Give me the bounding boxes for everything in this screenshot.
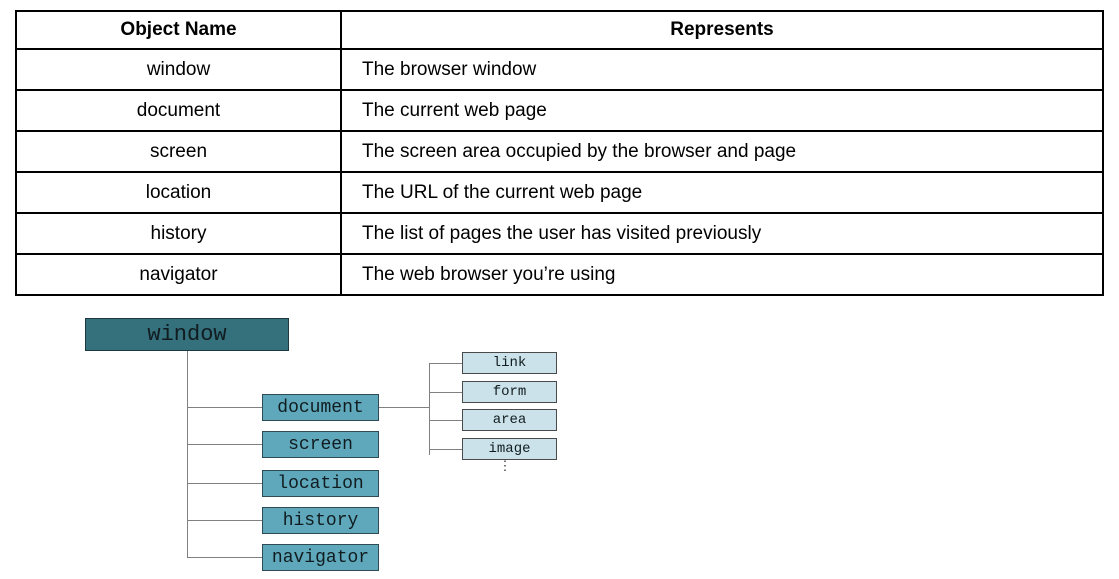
connector-branch-line: [429, 449, 462, 450]
connector-branch-line: [187, 557, 262, 558]
connector-branch-line: [429, 392, 462, 393]
table-row: document The current web page: [15, 89, 1104, 132]
table-header-row: Object Name Represents: [15, 10, 1104, 50]
connector-branch-line: [187, 483, 262, 484]
diagram-node-form: form: [462, 381, 557, 403]
table-row: window The browser window: [15, 48, 1104, 91]
diagram-node-image: image: [462, 438, 557, 460]
diagram-node-location: location: [262, 470, 379, 497]
diagram-node-document: document: [262, 394, 379, 421]
diagram-node-area: area: [462, 409, 557, 431]
table-row: screen The screen area occupied by the b…: [15, 130, 1104, 173]
object-name-cell: navigator: [15, 253, 342, 296]
object-name-cell: screen: [15, 130, 342, 173]
diagram-node-history: history: [262, 507, 379, 534]
connector-branch-line: [187, 407, 262, 408]
header-represents: Represents: [340, 10, 1104, 50]
represents-cell: The browser window: [340, 48, 1104, 91]
connector-branch-line: [187, 520, 262, 521]
object-name-cell: location: [15, 171, 342, 214]
represents-cell: The list of pages the user has visited p…: [340, 212, 1104, 255]
table-row: navigator The web browser you’re using: [15, 253, 1104, 296]
diagram-node-navigator: navigator: [262, 544, 379, 571]
represents-cell: The screen area occupied by the browser …: [340, 130, 1104, 173]
connector-branch-line: [429, 363, 462, 364]
connector-trunk-line: [187, 351, 188, 558]
table-row: location The URL of the current web page: [15, 171, 1104, 214]
represents-cell: The current web page: [340, 89, 1104, 132]
diagram-node-window: window: [85, 318, 289, 351]
browser-objects-table: Object Name Represents window The browse…: [15, 10, 1104, 296]
diagram-node-screen: screen: [262, 431, 379, 458]
object-name-cell: document: [15, 89, 342, 132]
represents-cell: The web browser you’re using: [340, 253, 1104, 296]
object-name-cell: history: [15, 212, 342, 255]
represents-cell: The URL of the current web page: [340, 171, 1104, 214]
connector-right-trunk-line: [429, 363, 430, 455]
connector-branch-line: [187, 444, 262, 445]
table-row: history The list of pages the user has v…: [15, 212, 1104, 255]
connector-document-line: [379, 407, 429, 408]
diagram-node-link: link: [462, 352, 557, 374]
header-object-name: Object Name: [15, 10, 342, 50]
object-name-cell: window: [15, 48, 342, 91]
more-items-ellipsis: ⋮: [498, 459, 512, 474]
connector-branch-line: [429, 420, 462, 421]
